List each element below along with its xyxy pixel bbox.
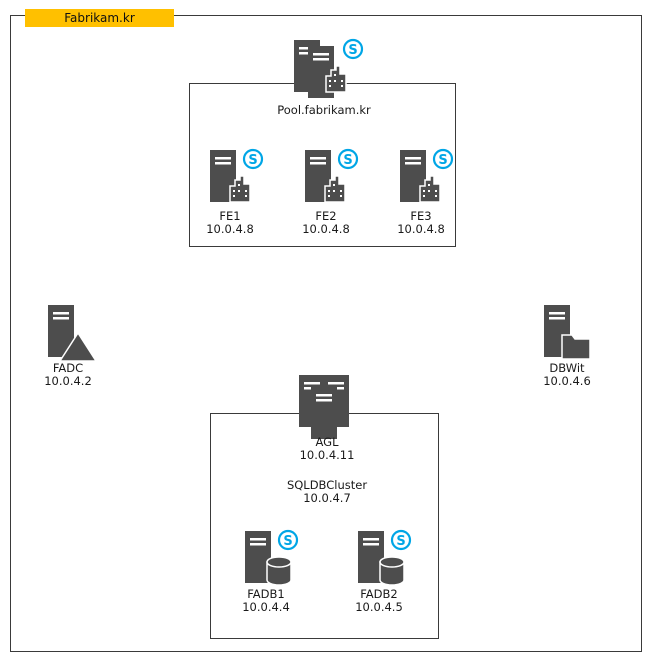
agl-name: AGL (315, 435, 339, 449)
pool-name: Pool.fabrikam.kr (277, 103, 371, 117)
fe2-server-icon (305, 148, 359, 203)
fe3-server-icon (400, 148, 454, 203)
fadb2-server-icon (358, 529, 412, 586)
dbwit-ip: 10.0.4.6 (543, 374, 591, 388)
fe3-ip: 10.0.4.8 (397, 222, 445, 236)
cluster-ip: 10.0.4.7 (303, 491, 351, 505)
fadb1-ip: 10.0.4.4 (242, 600, 290, 614)
fadb1-name: FADB1 (247, 587, 285, 601)
dbwit-name: DBWit (549, 361, 585, 375)
fe1-server-icon (210, 148, 264, 203)
fadb1-server-icon (245, 529, 299, 586)
fadb2-ip: 10.0.4.5 (355, 600, 403, 614)
fe1-name: FE1 (219, 209, 241, 223)
fadb2-name: FADB2 (360, 587, 398, 601)
folder-icon (561, 334, 591, 360)
triangle-icon (58, 331, 98, 362)
agl-server-icon (299, 375, 349, 439)
fe3-name: FE3 (410, 209, 432, 223)
pool-server-icon (294, 38, 364, 98)
fadc-server-icon (48, 305, 98, 362)
fadc-name: FADC (52, 361, 84, 375)
fe1-ip: 10.0.4.8 (206, 222, 254, 236)
fe2-ip: 10.0.4.8 (302, 222, 350, 236)
dbwit-server-icon (544, 305, 591, 360)
diagram-title: Fabrikam.kr (25, 9, 174, 27)
fe2-name: FE2 (315, 209, 337, 223)
agl-ip: 10.0.4.11 (299, 448, 355, 462)
diagram-frame (10, 15, 642, 652)
fadc-ip: 10.0.4.2 (44, 374, 92, 388)
cluster-name: SQLDBCluster (286, 478, 368, 492)
